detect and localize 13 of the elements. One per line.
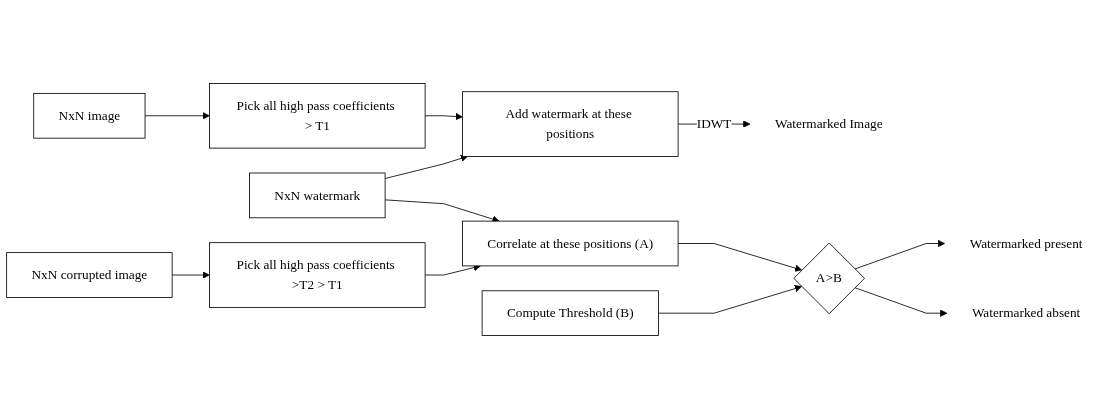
edge-label: IDWT — [696, 116, 732, 131]
node-diamond: A>B — [793, 242, 865, 315]
node-box: Pick all high pass coefficients > T1 — [209, 83, 426, 149]
node-box: Compute Threshold (B) — [481, 290, 659, 336]
node-box: NxN image — [33, 92, 146, 139]
node-box: Pick all high pass coefficients >T2 > T1 — [209, 242, 426, 308]
node-box: Add watermark at these positions — [462, 91, 679, 157]
node-box: Correlate at these positions (A) — [462, 220, 679, 267]
node-text: Watermarked present — [969, 236, 1083, 251]
node-text: Watermarked absent — [971, 305, 1081, 320]
node-box: NxN corrupted image — [6, 252, 173, 298]
node-box: NxN watermark — [249, 172, 386, 219]
node-text: Watermarked Image — [774, 116, 883, 131]
